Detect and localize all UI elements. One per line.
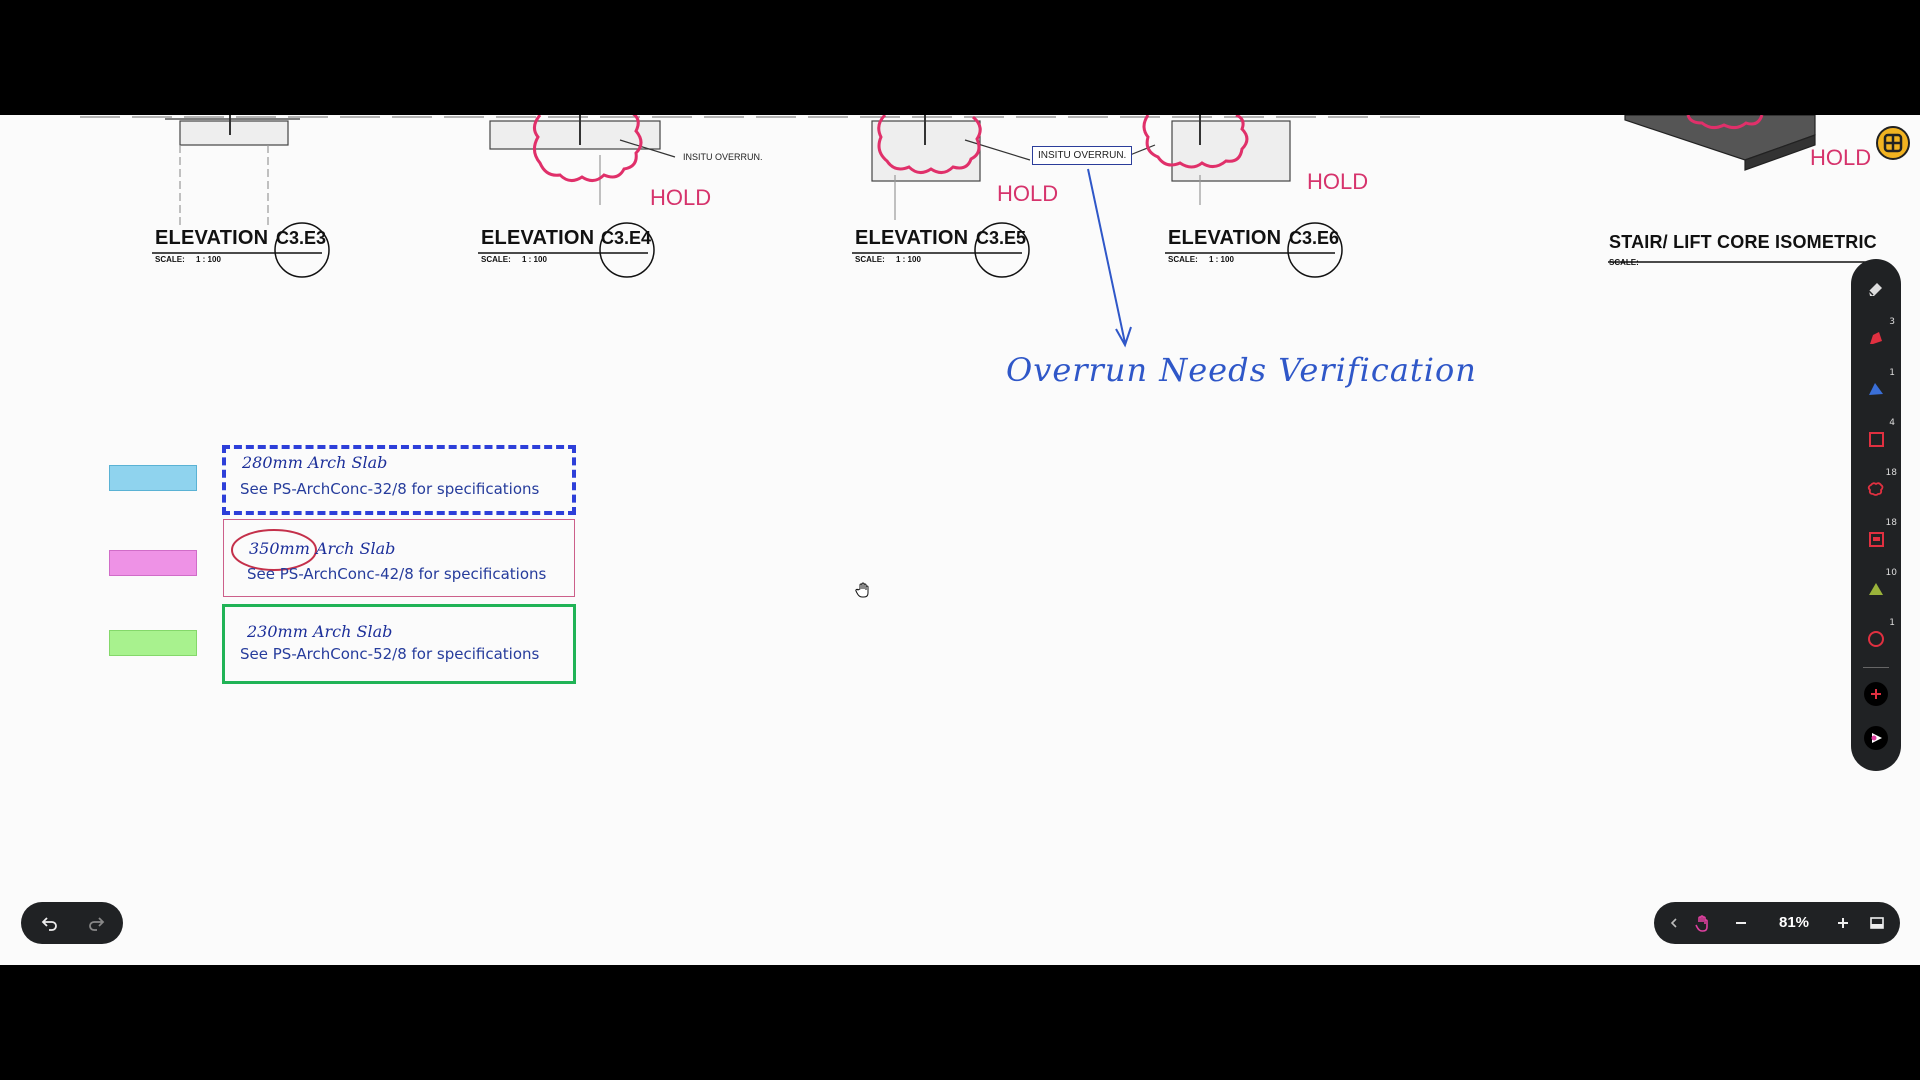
hold-label-e5: HOLD (997, 181, 1059, 206)
markup-toolbar: 3 1 4 18 18 10 1 (1851, 259, 1901, 771)
legend-box (222, 445, 576, 515)
tool-count: 18 (1885, 518, 1897, 528)
circle-tool[interactable]: 1 (1861, 618, 1895, 654)
tool-count: 4 (1889, 418, 1895, 428)
highlighter-icon (1869, 583, 1883, 595)
zoom-out-button[interactable] (1726, 908, 1756, 938)
red-pen-icon (1870, 332, 1882, 344)
undo-icon (41, 917, 57, 931)
laser-pointer-tool[interactable] (1861, 723, 1891, 753)
plus-icon (1838, 918, 1848, 928)
scale-label: SCALE: (855, 255, 885, 264)
minus-icon (1736, 922, 1746, 924)
grab-hand-cursor-icon (855, 582, 869, 598)
add-tool-icon (1864, 682, 1888, 706)
rectangle-icon (1869, 432, 1884, 447)
elevation-number: C3.E6 (1289, 228, 1340, 248)
redo-button[interactable] (81, 908, 111, 938)
legend-title: 230mm Arch Slab (247, 622, 393, 641)
scale-label: SCALE: (155, 255, 185, 264)
fit-page-icon (1870, 917, 1884, 929)
tool-count: 1 (1889, 368, 1895, 378)
legend-swatch-pink (109, 550, 197, 576)
drawing-canvas[interactable]: HOLD HOLD HOLD HOLD INSITU OVERRUN. INSI… (0, 115, 1920, 965)
toolbar-divider (1863, 667, 1889, 668)
drawing-linework (80, 115, 1885, 571)
zoom-level[interactable]: 81% (1778, 914, 1810, 931)
insitu-overrun-callout: INSITU OVERRUN. (683, 152, 763, 162)
hold-label-e6: HOLD (1307, 169, 1369, 194)
chevron-left-icon (1670, 918, 1677, 928)
fit-page-button[interactable] (1862, 908, 1892, 938)
legend-title: 280mm Arch Slab (242, 453, 388, 472)
pan-hand-button[interactable] (1688, 908, 1718, 938)
scale-value: 1 : 100 (522, 255, 547, 264)
isometric-title: STAIR/ LIFT CORE ISOMETRIC (1609, 232, 1877, 252)
app-logo-icon[interactable] (1876, 126, 1910, 160)
overrun-annotation[interactable]: Overrun Needs Verification (1006, 351, 1477, 389)
redo-icon (89, 917, 105, 931)
elevation-label: ELEVATION (1168, 227, 1282, 249)
legend-box (223, 519, 575, 597)
stamp-box-icon (1869, 532, 1884, 547)
highlighter-tool[interactable]: 10 (1861, 568, 1897, 604)
scale-value: 1 : 100 (1209, 255, 1234, 264)
eraser-icon (1868, 283, 1882, 296)
elevation-number: C3.E5 (976, 228, 1027, 248)
blue-pen-tool[interactable]: 1 (1861, 368, 1895, 404)
scale-label: SCALE: (481, 255, 511, 264)
laser-pointer-icon (1864, 726, 1888, 750)
tool-count: 3 (1889, 317, 1895, 327)
legend-swatch-blue (109, 465, 197, 491)
cloud-tool[interactable]: 18 (1861, 468, 1897, 504)
legend-spec: See PS-ArchConc-42/8 for specifications (247, 565, 547, 583)
elevation-label: ELEVATION (155, 227, 269, 249)
rectangle-tool[interactable]: 4 (1861, 418, 1895, 454)
legend-spec: See PS-ArchConc-52/8 for specifications (240, 645, 540, 663)
history-controls (21, 902, 123, 944)
red-pen-tool[interactable]: 3 (1861, 317, 1895, 353)
eraser-tool[interactable] (1861, 273, 1891, 303)
legend-spec: See PS-ArchConc-32/8 for specifications (240, 480, 540, 498)
tool-count: 1 (1889, 618, 1895, 628)
hold-label-isometric: HOLD (1810, 145, 1872, 170)
legend-title-rest: Arch Slab (316, 539, 396, 558)
scale-label: SCALE: (1168, 255, 1198, 264)
tool-count: 10 (1885, 568, 1897, 578)
legend-swatch-green (109, 630, 197, 656)
tool-count: 18 (1885, 468, 1897, 478)
elevation-number: C3.E3 (276, 228, 327, 248)
blue-pen-icon (1869, 383, 1883, 395)
elevation-number: C3.E4 (601, 228, 652, 248)
zoom-in-button[interactable] (1828, 908, 1858, 938)
legend-box (222, 604, 576, 684)
stamp-tool[interactable]: 18 (1861, 518, 1897, 554)
scale-value: 1 : 100 (896, 255, 921, 264)
isometric-scale-label: SCALE: (1609, 258, 1639, 267)
legend-title-circled: 350mm (249, 539, 310, 558)
collapse-button[interactable] (1664, 908, 1684, 938)
circle-icon (1868, 631, 1884, 647)
add-tool-button[interactable] (1861, 679, 1891, 709)
undo-button[interactable] (35, 908, 65, 938)
insitu-overrun-boxed-callout: INSITU OVERRUN. (1032, 146, 1133, 165)
elevation-label: ELEVATION (481, 227, 595, 249)
zoom-controls: 81% (1654, 902, 1900, 944)
hold-label-e4: HOLD (650, 185, 712, 210)
pan-hand-icon (1695, 915, 1708, 932)
elevation-label: ELEVATION (855, 227, 969, 249)
cloud-shape-icon (1867, 482, 1884, 496)
scale-value: 1 : 100 (196, 255, 221, 264)
